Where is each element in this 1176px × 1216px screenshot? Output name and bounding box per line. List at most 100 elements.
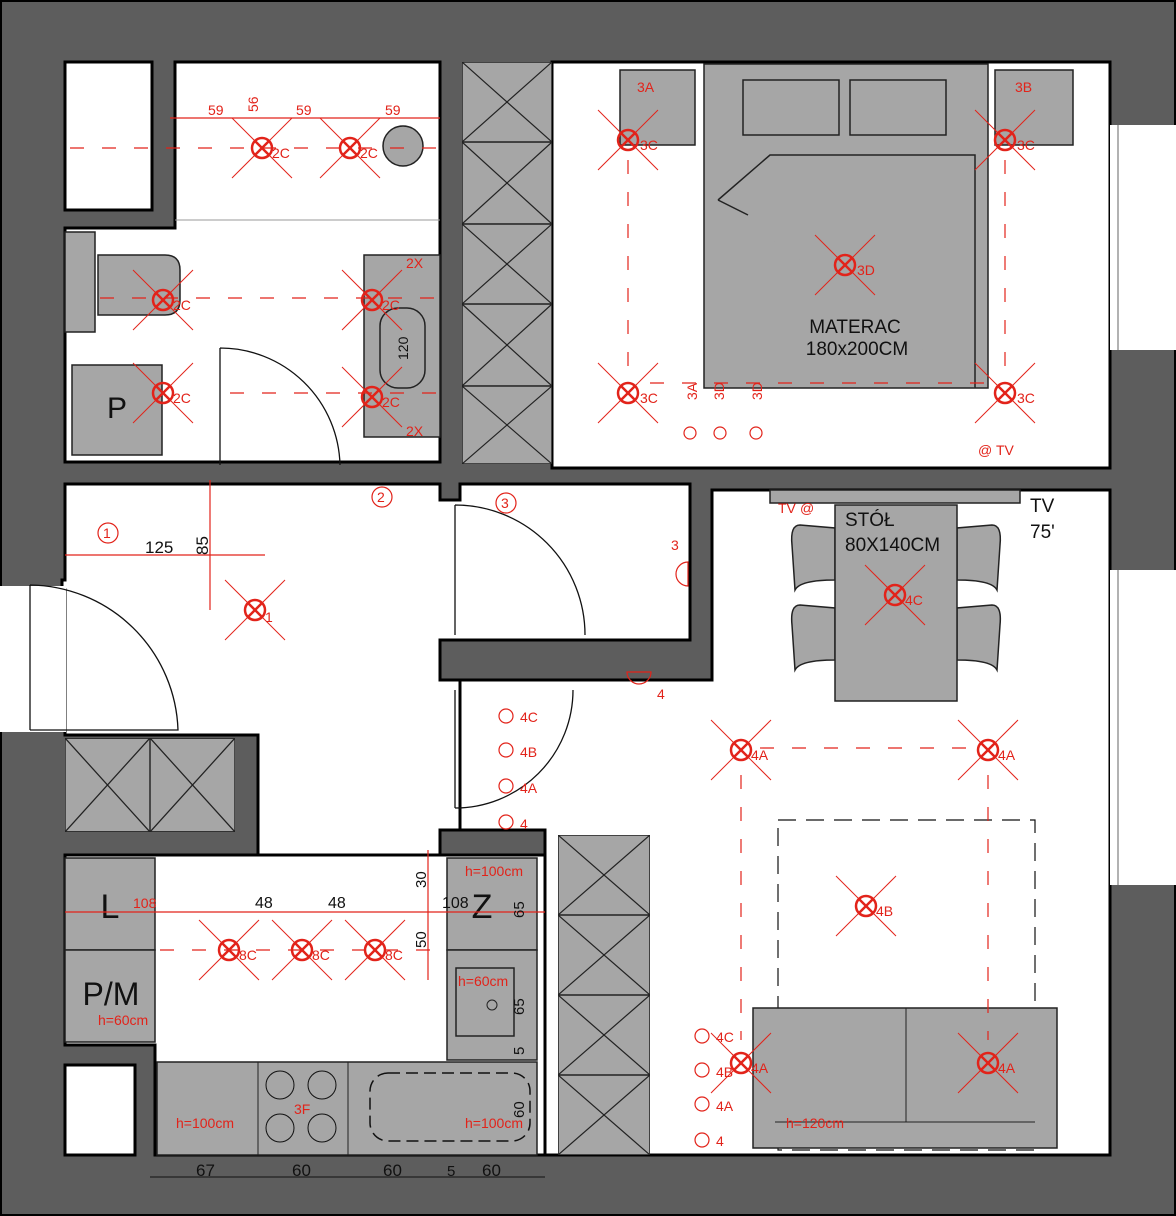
light-fixture: 2C xyxy=(318,116,382,180)
svg-text:56: 56 xyxy=(245,96,261,112)
svg-text:4A: 4A xyxy=(751,747,769,763)
bed-size: 180x200CM xyxy=(806,339,908,360)
svg-text:1: 1 xyxy=(103,525,111,541)
light-fixture: 4A xyxy=(956,718,1020,782)
hall-wardrobe xyxy=(65,738,235,832)
light-fixture: 3C xyxy=(973,361,1037,425)
light-fixture: 3C xyxy=(596,108,660,172)
svg-text:1: 1 xyxy=(265,609,273,625)
svg-text:4C: 4C xyxy=(716,1029,734,1045)
light-fixture: 1 xyxy=(223,578,287,642)
svg-text:@: @ xyxy=(800,500,814,516)
svg-text:3: 3 xyxy=(501,495,509,511)
lighting-layout-lines xyxy=(70,147,1006,1040)
svg-text:60: 60 xyxy=(383,1161,402,1180)
table-size: 80X140CM xyxy=(845,535,940,556)
svg-text:59: 59 xyxy=(385,102,401,118)
svg-text:85: 85 xyxy=(193,536,212,555)
svg-text:8C: 8C xyxy=(239,947,257,963)
svg-text:2C: 2C xyxy=(382,394,400,410)
svg-text:60: 60 xyxy=(292,1161,311,1180)
svg-text:4C: 4C xyxy=(905,592,923,608)
svg-text:3D: 3D xyxy=(749,382,765,400)
kitchen-furniture xyxy=(64,857,538,1156)
svg-text:3A: 3A xyxy=(684,382,700,400)
light-fixture: 2C xyxy=(230,116,294,180)
svg-text:8C: 8C xyxy=(312,947,330,963)
svg-text:4C: 4C xyxy=(520,709,538,725)
svg-text:4A: 4A xyxy=(751,1060,769,1076)
dining-furniture xyxy=(769,489,1021,702)
svg-text:3: 3 xyxy=(671,537,679,553)
svg-text:48: 48 xyxy=(328,895,346,912)
svg-text:60: 60 xyxy=(511,1101,528,1118)
svg-text:h=100cm: h=100cm xyxy=(465,863,523,879)
bathroom-cabinet-label: P xyxy=(107,392,127,425)
tv-size: 75' xyxy=(1030,522,1055,543)
bedroom-furniture xyxy=(619,63,1074,389)
kitchen-tall-cabinets xyxy=(558,835,650,1155)
light-fixture: 8C xyxy=(343,918,407,982)
dimensions: 59 59 59 56 120 125 85 108 48 48 108 30 … xyxy=(65,96,545,1180)
svg-text:3C: 3C xyxy=(640,137,658,153)
svg-text:4B: 4B xyxy=(716,1064,733,1080)
svg-text:2C: 2C xyxy=(272,145,290,161)
bed-label: MATERAC xyxy=(809,317,900,338)
svg-text:h=100cm: h=100cm xyxy=(176,1115,234,1131)
light-fixture: 2C xyxy=(340,365,404,429)
svg-text:2C: 2C xyxy=(360,145,378,161)
svg-text:4: 4 xyxy=(716,1133,724,1149)
svg-text:@: @ xyxy=(978,442,992,458)
light-fixture: 2C xyxy=(131,268,195,332)
svg-text:59: 59 xyxy=(296,102,312,118)
svg-text:2C: 2C xyxy=(382,297,400,313)
svg-text:TV: TV xyxy=(778,500,797,516)
light-fixture: 3C xyxy=(973,108,1037,172)
svg-text:5: 5 xyxy=(447,1163,455,1180)
svg-text:4A: 4A xyxy=(998,1060,1016,1076)
room-labels: MATERAC 180x200CM STÓŁ 80X140CM TV 75' P… xyxy=(83,317,1055,1012)
light-fixture: 4A xyxy=(709,718,773,782)
light-fixture: 4A xyxy=(709,1031,773,1095)
svg-text:67: 67 xyxy=(196,1161,215,1180)
svg-text:4B: 4B xyxy=(876,903,893,919)
living-furniture xyxy=(752,819,1058,1151)
svg-text:4B: 4B xyxy=(520,744,537,760)
kitchen-left-label: L xyxy=(101,888,120,926)
light-fixture: 4C xyxy=(863,563,927,627)
table-label: STÓŁ xyxy=(845,509,895,531)
light-fixture: 4A xyxy=(956,1031,1020,1095)
svg-text:48: 48 xyxy=(255,895,273,912)
svg-text:2X: 2X xyxy=(406,255,424,271)
light-fixture: 4B xyxy=(834,874,898,938)
svg-text:TV: TV xyxy=(996,442,1015,458)
tv-label: TV xyxy=(1030,496,1055,517)
svg-text:2: 2 xyxy=(377,489,385,505)
svg-text:2X: 2X xyxy=(406,423,424,439)
svg-text:50: 50 xyxy=(413,931,430,948)
light-fixture: 2C xyxy=(340,268,404,332)
svg-text:4: 4 xyxy=(657,686,665,702)
svg-text:59: 59 xyxy=(208,102,224,118)
bedroom-wardrobe xyxy=(462,62,552,464)
svg-text:h=60cm: h=60cm xyxy=(98,1012,148,1028)
doors xyxy=(29,347,586,809)
svg-text:3C: 3C xyxy=(1017,137,1035,153)
svg-text:2C: 2C xyxy=(173,390,191,406)
light-fixture: 3D xyxy=(813,233,877,297)
svg-text:30: 30 xyxy=(413,871,430,888)
svg-text:h=60cm: h=60cm xyxy=(458,973,508,989)
switch-labels: 3A 3D 3D 3A 3B 4C 4B 4A 4 4C 4B 4A 4 1 2… xyxy=(97,79,1032,1149)
svg-text:4A: 4A xyxy=(998,747,1016,763)
light-fixture: 8C xyxy=(197,918,261,982)
svg-text:2C: 2C xyxy=(173,297,191,313)
svg-text:4A: 4A xyxy=(716,1098,734,1114)
light-fixture: 2C xyxy=(131,361,195,425)
svg-text:3A: 3A xyxy=(637,79,655,95)
fridge-label: P/M xyxy=(83,976,140,1012)
svg-text:4: 4 xyxy=(520,816,528,832)
svg-text:65: 65 xyxy=(511,901,528,918)
svg-text:h=120cm: h=120cm xyxy=(786,1115,844,1131)
light-fixtures: 2C 2C 2C 2C 2C 2C 3C 3C 3C 3C 3D 1 4C 4A… xyxy=(131,108,1037,1095)
